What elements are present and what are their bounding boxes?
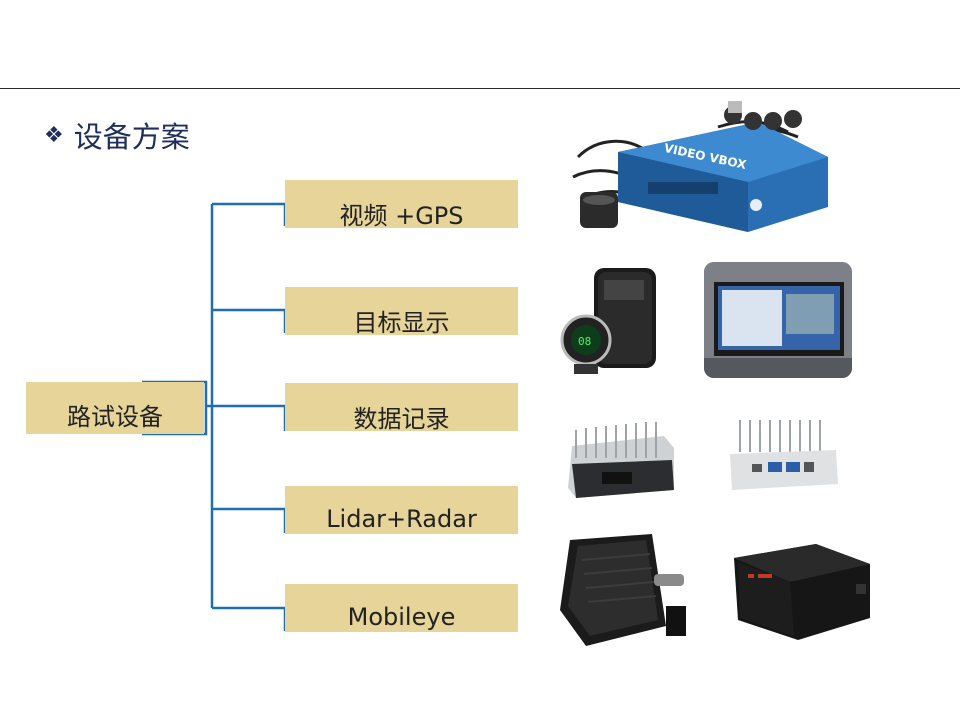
branch-target-display: 目标显示 [285, 287, 518, 337]
video-vbox-photo: VIDEO VBOX [558, 97, 850, 249]
root-node-label: 路试设备 [67, 402, 163, 431]
svg-text:08: 08 [578, 335, 591, 348]
page-title: ❖ 设备方案 [44, 114, 190, 156]
gps-display-unit-photo: 08 [556, 258, 666, 384]
branch-label: 数据记录 [353, 404, 450, 433]
lidar-box-photo [730, 538, 876, 644]
branch-mobileye: Mobileye [285, 584, 518, 632]
branch-lidar-radar: Lidar+Radar [285, 486, 518, 534]
data-logger-front-photo [564, 418, 676, 502]
root-node: 路试设备 [26, 382, 204, 434]
header-divider [0, 88, 960, 89]
branch-label: Lidar+Radar [326, 505, 477, 533]
page-title-text: 设备方案 [73, 120, 190, 154]
in-car-monitor-photo [704, 262, 852, 378]
data-logger-rear-photo [726, 414, 840, 494]
branch-video-gps: 视频 +GPS [285, 180, 518, 230]
branch-label: 目标显示 [353, 308, 450, 337]
radar-sensor-photo [556, 530, 696, 654]
branch-label: 视频 +GPS [339, 201, 464, 230]
branch-data-logging: 数据记录 [285, 383, 518, 433]
diamond-bullet-icon: ❖ [44, 122, 64, 148]
branch-label: Mobileye [347, 603, 456, 631]
